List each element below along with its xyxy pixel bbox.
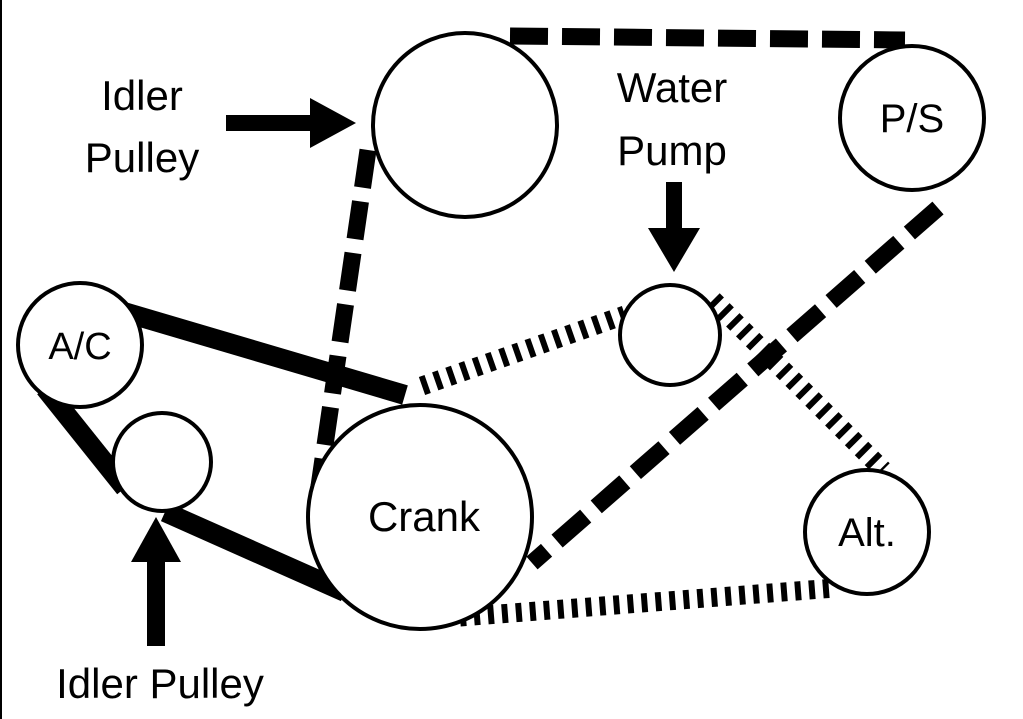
belt-segment-idler-to-crank xyxy=(160,502,350,602)
belt-segment-crank-to-water xyxy=(418,306,629,395)
ps-label: P/S xyxy=(880,97,944,141)
dotted-belt-water-alt xyxy=(418,293,890,627)
water-pump-pulley xyxy=(618,283,722,387)
crank-pulley xyxy=(306,403,534,631)
arrow-right-icon xyxy=(226,98,356,148)
crank-label: Crank xyxy=(368,493,481,540)
belt-segment-ps-to-crank xyxy=(526,201,944,570)
idler-pulley-bottom-label: Idler Pulley xyxy=(56,660,264,707)
arrow-down-icon xyxy=(648,182,700,272)
alt-pulley xyxy=(803,468,931,596)
arrows xyxy=(131,98,700,646)
idler-pulley-top xyxy=(371,31,559,219)
arrow-up-icon xyxy=(131,517,181,646)
belt-segment-ac-to-crank xyxy=(97,295,408,405)
belt-segment-idler-to-crank xyxy=(308,148,377,502)
ac-label: A/C xyxy=(48,326,111,368)
water-pump-label-line2: Pump xyxy=(617,127,727,174)
belt-segment-water-to-alt xyxy=(706,293,890,477)
alt-label: Alt. xyxy=(838,511,896,555)
idler-pulley-top-label-line2: Pulley xyxy=(85,134,199,181)
dashed-belt-ps xyxy=(308,27,944,570)
belt-segment-alt-to-crank xyxy=(459,578,836,627)
ac-pulley xyxy=(16,281,144,409)
idler-pulley-bottom xyxy=(111,411,213,513)
water-pump-label-line1: Water xyxy=(617,64,727,111)
idler-pulley-top-label-line1: Idler xyxy=(101,72,183,119)
ps-pulley xyxy=(838,44,986,192)
image-border xyxy=(0,0,2,719)
belt-segment-idler-to-ps xyxy=(509,27,906,49)
